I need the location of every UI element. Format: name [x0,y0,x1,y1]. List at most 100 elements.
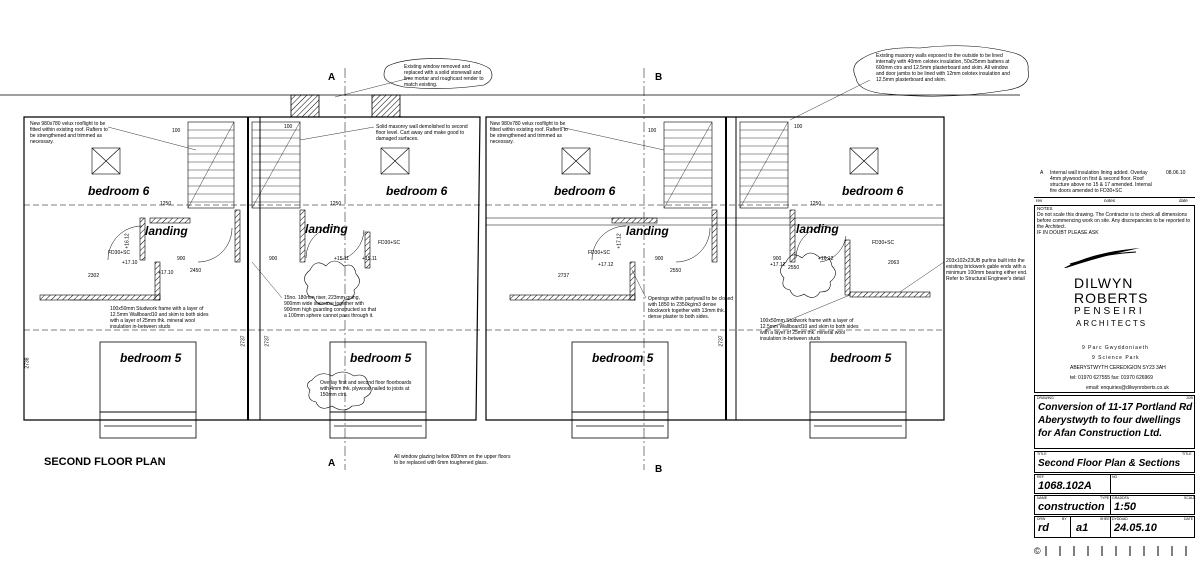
dimension: 900 [269,256,278,262]
note-purlins: 203x102x23UB purlins built into the exis… [946,258,1028,282]
address-line: 9 Parc Gwyddoniaeth [1082,345,1149,351]
note-partywall: Openings within partywall to be closed w… [648,296,734,320]
title-label-en: TITLE [1182,452,1192,456]
fire-door-label: FD30+SC [378,240,401,246]
note-studwork-left: 100x50mm Studwork frame with a layer of … [110,306,209,330]
note-overlay: Overlay first and second floor floorboar… [320,380,412,398]
drawing-type: construction [1038,501,1105,513]
note-solid-masonry: Solid masonry wall demolished to second … [376,124,468,142]
revision-block: A Internal wall insulation lining added.… [1036,170,1196,202]
dimension: 1250 [810,201,822,207]
room-label-bedroom6: bedroom 6 [554,184,616,198]
firm-name-line2: ROBERTS [1074,290,1149,306]
revision-text: Internal wall insulation lining added. O… [1050,170,1152,194]
ref-divider [1110,474,1111,494]
note-masonry-walls: Existing masonry walls exposed to the ou… [876,53,1010,83]
dimension: 900 [177,256,186,262]
drawing-name: Second Floor Plan & Sections [1038,458,1181,469]
drawing-date: 24.05.10 [1114,522,1157,534]
title-label: TITLE [1037,452,1047,456]
type-label-cy: NAME [1037,496,1048,500]
job-title-line2: Aberystwyth to four dwellings [1038,415,1181,426]
dimension: 2737 [718,335,725,347]
level-marker: +16.12 [818,256,834,262]
address-line: tel: 01970 627555 fax: 01970 626969 [1070,375,1153,381]
address-line: 9 Science Park [1092,355,1140,361]
room-label-landing: landing [796,222,839,236]
type-label: TYPE [1100,496,1110,500]
dimension: 2737 [240,335,247,347]
revision-letter: A [1040,170,1044,176]
level-marker: +15.11 [362,256,378,262]
fire-door-label: FD30+SC [872,240,895,246]
level-marker: +17.12 [770,262,786,268]
rev-header: rev [1036,198,1043,203]
dimension: 2737 [264,335,271,347]
sheet-label: SHEET [1100,517,1112,521]
drawing-number: 1068.102A [1038,480,1092,492]
by-label: BY [1062,517,1067,521]
drawing-scale: 1:50 [1114,501,1137,513]
dimension: 2550 [670,268,682,274]
dimension: 900 [773,256,782,262]
drawn-label: DRW [1037,517,1046,521]
dimension: 2063 [888,260,900,266]
section-mark-b-top: B [655,72,663,83]
note-window-removed: Existing window removed and replaced wit… [404,64,484,88]
note-studwork-right: 100x50mm Studwork frame with a layer of … [760,318,859,342]
dimension: 2302 [88,273,100,279]
title-box [1034,451,1195,473]
room-label-landing: landing [305,222,348,236]
note-rooflight-left: New 980x780 velux rooflight to be fitted… [30,121,108,145]
firm-name-line4: ARCHITECTS [1076,319,1148,328]
section-mark-a-top: A [328,72,336,83]
notes-label: NOTES [1037,206,1053,211]
drawn-box [1034,516,1195,538]
dimension: 1250 [330,201,342,207]
ref-box [1034,474,1195,494]
level-marker: +17.12 [616,233,623,249]
firm-logo-swoosh [1064,248,1140,268]
date-header: date [1179,198,1188,203]
address-line: email: enquiries@dilwynroberts.co.uk [1086,385,1169,391]
drawing-title: SECOND FLOOR PLAN [44,456,166,468]
firm-name-line1: DILWYN [1074,275,1134,291]
scale-ruler [1045,546,1187,556]
level-marker: +17.12 [598,262,614,268]
dimension: 2737 [558,273,570,279]
note-glazing: All window glazing below 800mm on the up… [394,454,511,466]
room-label-bedroom5: bedroom 5 [830,351,892,365]
room-label-landing: landing [626,224,669,238]
room-label-bedroom5: bedroom 5 [120,351,182,365]
dimension: 100 [794,124,803,130]
dimension: 100 [172,128,181,134]
room-label-bedroom6: bedroom 6 [88,184,150,198]
job-box [1034,395,1195,449]
section-mark-a-bottom: A [328,458,336,469]
level-marker: +17.10 [158,270,174,276]
type-box [1034,495,1195,515]
level-marker: +17.10 [122,260,138,266]
firm-name-line3: PENSEIRI [1074,306,1145,317]
notes-doubt: IF IN DOUBT PLEASE ASK [1037,230,1099,236]
level-marker: +16.12 [124,233,131,249]
room-label-bedroom5: bedroom 5 [350,351,412,365]
note-stair: 15no. 180mm riser, 223mm going, 900mm wi… [284,295,376,319]
dimension: 2550 [788,265,800,271]
date-label: DATE [1184,517,1194,521]
dimension: 2738 [24,357,31,369]
notes-box [1034,205,1195,393]
fire-door-label: FD30+SC [108,250,131,256]
room-label-bedroom6: bedroom 6 [386,184,448,198]
dimension: 900 [655,256,664,262]
section-mark-b-bottom: B [655,464,663,475]
drawn-by: rd [1038,522,1049,534]
drawn-divider-2 [1110,516,1111,538]
fire-door-label: FD30+SC [588,250,611,256]
job-title-line3: for Afan Construction Ltd. [1038,428,1163,439]
job-title-line1: Conversion of 11-17 Portland Rd [1038,402,1193,413]
copyright-symbol: © [1034,546,1041,556]
drawn-divider-1 [1070,516,1071,538]
ref-no-label: NO [1112,475,1118,479]
